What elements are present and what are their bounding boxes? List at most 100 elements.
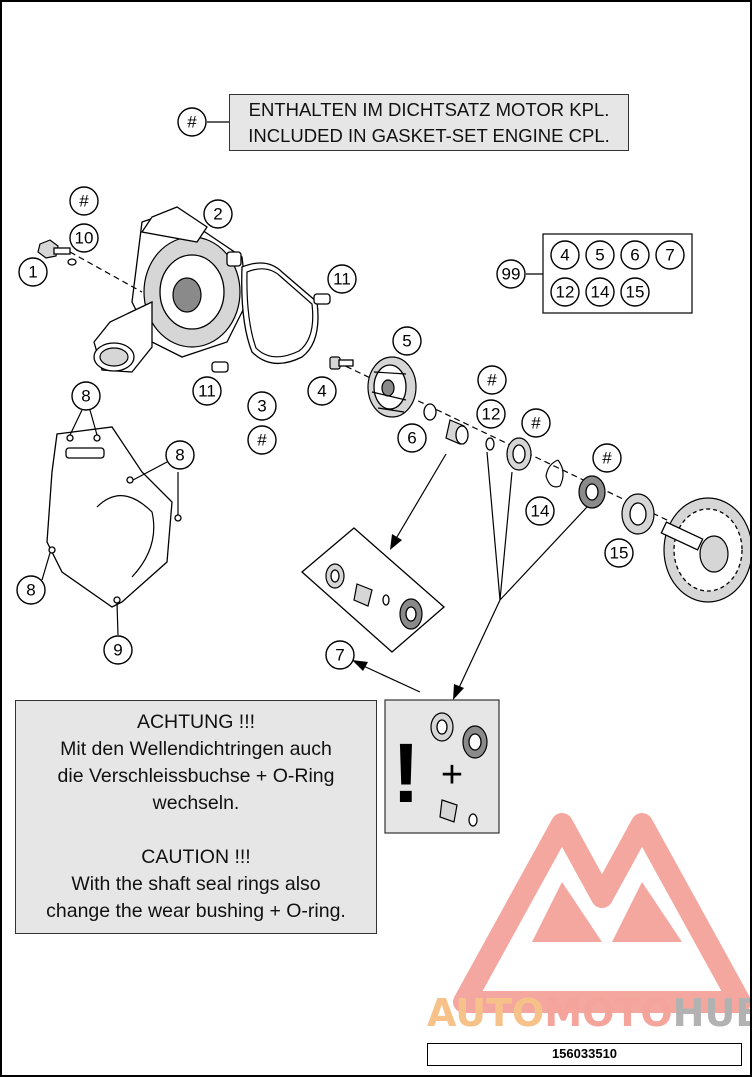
- callout-12: 12: [476, 399, 506, 429]
- gasket-hole: [174, 514, 182, 522]
- warning-plus: +: [441, 754, 463, 796]
- svg-text:#: #: [531, 414, 541, 433]
- callout-10: 10: [69, 223, 99, 253]
- callout-8: 8: [71, 381, 101, 411]
- watermark-text: AUTOMOTOHUB: [427, 990, 750, 1036]
- callout-5: 5: [392, 326, 422, 356]
- svg-text:15: 15: [626, 283, 645, 302]
- warning-box: [384, 699, 500, 834]
- callout-14: 14: [525, 496, 555, 526]
- washer-6: [423, 403, 437, 421]
- svg-text:8: 8: [26, 581, 35, 600]
- svg-text:10: 10: [75, 229, 94, 248]
- svg-text:14: 14: [531, 502, 550, 521]
- kit-99-item: 7: [655, 240, 685, 270]
- svg-text:#: #: [257, 431, 267, 450]
- svg-text:6: 6: [407, 429, 416, 448]
- gasket-inner-curve: [96, 495, 155, 578]
- svg-text:6: 6: [630, 246, 639, 265]
- svg-text:12: 12: [482, 405, 501, 424]
- svg-text:5: 5: [595, 246, 604, 265]
- kit-99-item: 6: [620, 240, 650, 270]
- dowel-pin-11b: [211, 361, 229, 373]
- callout-hash: #: [69, 186, 99, 216]
- svg-text:11: 11: [198, 382, 216, 401]
- svg-text:12: 12: [556, 283, 575, 302]
- callout-hash: #: [521, 408, 551, 438]
- kit-99-item: 5: [585, 240, 615, 270]
- watermark-hub: HUB: [672, 991, 750, 1035]
- svg-text:#: #: [79, 192, 89, 211]
- cover-gasket-outline: [46, 426, 173, 608]
- gasket-hole: [48, 546, 56, 554]
- callout-hash: #: [592, 443, 622, 473]
- svg-text:8: 8: [81, 387, 90, 406]
- caution-text-en-1: With the shaft seal rings also: [71, 873, 321, 895]
- svg-text:#: #: [187, 113, 197, 132]
- gasket-set-note-de: ENTHALTEN IM DICHTSATZ MOTOR KPL.: [248, 99, 610, 120]
- svg-text:#: #: [487, 371, 497, 390]
- callout-11: 11: [327, 264, 357, 294]
- wear-bushing: [445, 419, 469, 445]
- gasket-set-note: ENTHALTEN IM DICHTSATZ MOTOR KPL. INCLUD…: [229, 94, 629, 151]
- gasket-hole: [66, 434, 74, 442]
- kit-7-box: [301, 527, 445, 653]
- callout-hash: #: [247, 425, 277, 455]
- svg-text:7: 7: [335, 646, 344, 665]
- svg-text:7: 7: [665, 246, 674, 265]
- gasket-hole: [126, 476, 134, 484]
- callout-99: 99: [496, 259, 526, 289]
- svg-text:9: 9: [113, 641, 122, 660]
- callout-4: 4: [307, 376, 337, 406]
- gasket-3: [241, 262, 319, 364]
- kit-99-item: 15: [620, 277, 650, 307]
- gasket-slot: [65, 447, 105, 459]
- callout-9: 9: [103, 635, 133, 665]
- callout-1: 1: [18, 257, 48, 287]
- gasket-hole: [93, 434, 101, 442]
- pump-shaft-gear: [660, 497, 750, 603]
- gasket-set-note-en: INCLUDED IN GASKET-SET ENGINE CPL.: [248, 125, 610, 146]
- bolt-1: [37, 239, 143, 293]
- kit-99-item: 14: [585, 277, 615, 307]
- svg-text:3: 3: [257, 397, 266, 416]
- caution-text-en-2: change the wear bushing + O-ring.: [46, 900, 346, 922]
- svg-text:15: 15: [610, 544, 629, 563]
- svg-text:14: 14: [591, 283, 610, 302]
- svg-text:1: 1: [28, 263, 37, 282]
- watermark-moto: MOTO: [544, 991, 673, 1035]
- kit-99-item: 4: [550, 240, 580, 270]
- svg-text:8: 8: [175, 446, 184, 465]
- callout-3: 3: [247, 391, 277, 421]
- dowel-pin-11a: [313, 293, 331, 305]
- callout-8: 8: [16, 575, 46, 605]
- o-ring-12: [485, 437, 495, 451]
- caution-title-en: CAUTION !!!: [141, 846, 251, 868]
- svg-text:#: #: [602, 449, 612, 468]
- svg-text:4: 4: [317, 382, 326, 401]
- watermark-logo: [453, 813, 750, 1013]
- callout-6: 6: [397, 423, 427, 453]
- svg-text:4: 4: [560, 246, 569, 265]
- shaft-seal-a: [506, 437, 532, 471]
- watermark-auto: AUTO: [427, 991, 545, 1035]
- caution-text-de-3: wechseln.: [152, 792, 240, 814]
- kit-99-item: 12: [550, 277, 580, 307]
- leader-7-arrow: [393, 453, 447, 543]
- callout-2: 2: [203, 199, 233, 229]
- pump-cover: [93, 206, 248, 373]
- shaft-seal-b: [578, 475, 606, 509]
- drawing-number: 156033510: [427, 1043, 742, 1066]
- caution-text-de-1: Mit den Wellendichtringen auch: [60, 738, 332, 760]
- caution-box: ACHTUNG !!! Mit den Wellendichtringen au…: [15, 700, 377, 934]
- callout-hash: #: [177, 107, 207, 137]
- impeller-5: [367, 356, 417, 418]
- callout-8: 8: [165, 440, 195, 470]
- callout-15: 15: [604, 538, 634, 568]
- svg-text:5: 5: [402, 332, 411, 351]
- circlip-14: [545, 459, 564, 488]
- svg-text:11: 11: [333, 270, 351, 289]
- callout-7: 7: [325, 640, 355, 670]
